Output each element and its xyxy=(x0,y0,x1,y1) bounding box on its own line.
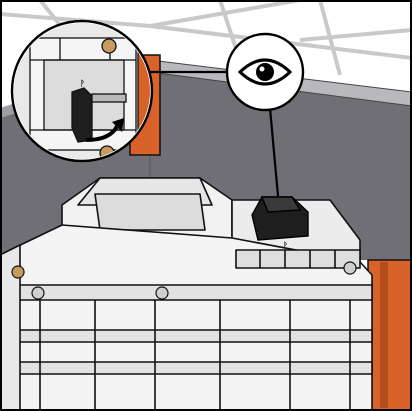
detail-inset: ᚹ xyxy=(10,19,154,163)
inset-label: ᚹ xyxy=(80,79,85,88)
component-label: ᚹ xyxy=(283,241,288,250)
callout-lines xyxy=(148,70,280,197)
body-screws xyxy=(11,261,357,300)
curved-arrow-icon xyxy=(85,118,124,142)
black-lever xyxy=(251,196,309,241)
eye-icon xyxy=(225,32,305,112)
valve-housing xyxy=(0,177,373,411)
